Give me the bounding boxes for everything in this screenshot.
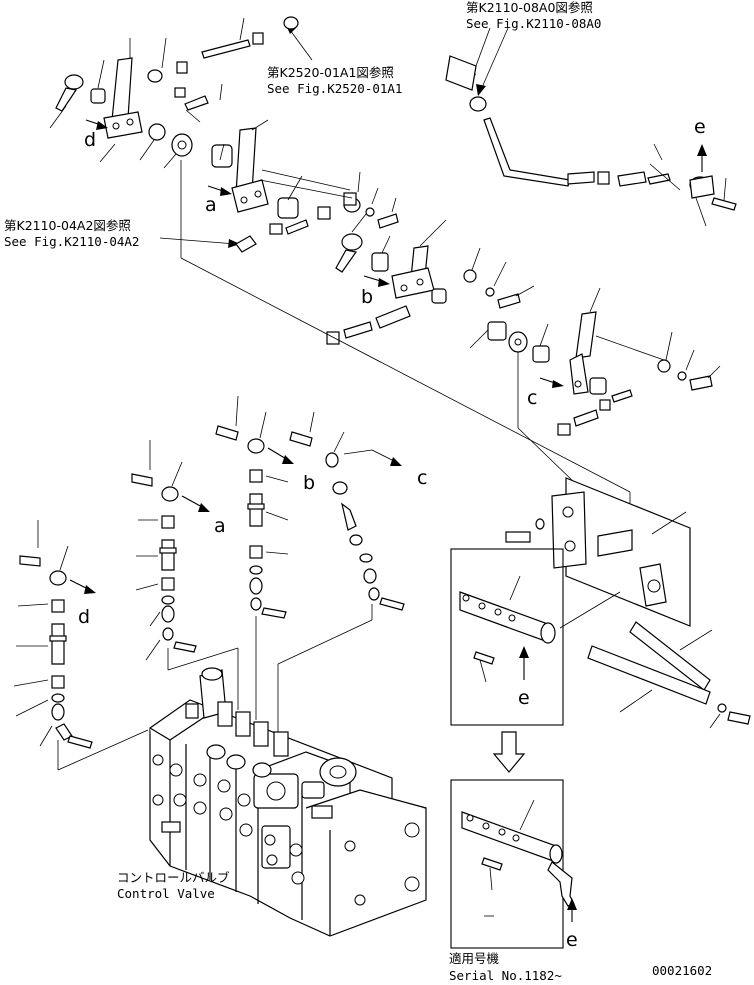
valve-leaders [57, 604, 373, 771]
lever-assembly-a: a [205, 119, 399, 253]
detail-box-before: e [450, 548, 564, 773]
linkage-e-top: e [445, 55, 737, 227]
serial-label-jp: 適用号機 [449, 951, 500, 966]
ref-01a1-en: See Fig.K2520-01A1 [267, 81, 402, 96]
marker-e-top: e [694, 116, 706, 138]
ref-04a2-en: See Fig.K2110-04A2 [4, 234, 139, 249]
marker-d-bottom: d [78, 606, 90, 628]
marker-a-top: a [205, 194, 217, 216]
lever-assembly-c: c [469, 287, 721, 436]
marker-d-top: d [84, 129, 96, 151]
control-valve-label-en: Control Valve [117, 886, 215, 901]
detail-box-after: e [450, 779, 578, 951]
linkage-a-column: a [131, 440, 226, 661]
linkage-d-column: d [13, 520, 96, 749]
marker-e-box2: e [566, 929, 578, 951]
ref-01a1-jp: 第K2520-01A1図参照 [267, 65, 394, 80]
lever-assembly-b: b [326, 213, 535, 345]
bracket-assembly [505, 477, 751, 729]
linkage-b-column: b [215, 395, 315, 619]
ref-08a0-en: See Fig.K2110-08A0 [466, 16, 601, 31]
ref-04a2-jp: 第K2110-04A2図参照 [4, 218, 131, 233]
marker-b-bottom: b [303, 472, 315, 494]
drawing-number: 00021602 [652, 963, 712, 978]
ref-08a0-jp: 第K2110-08A0図参照 [466, 0, 593, 15]
serial-label-en: Serial No.1182~ [449, 968, 562, 983]
marker-c-top: c [527, 387, 537, 409]
lever-assembly-d: d [49, 16, 299, 169]
long-leaders [180, 160, 631, 548]
marker-b-top: b [361, 286, 373, 308]
control-valve-label-jp: コントロールバルブ [117, 870, 230, 885]
marker-e-box1: e [518, 687, 530, 709]
marker-c-bottom: c [417, 467, 427, 489]
control-valve-body [149, 667, 427, 937]
marker-a-bottom: a [214, 515, 226, 537]
linkage-c-column: c [289, 411, 427, 611]
